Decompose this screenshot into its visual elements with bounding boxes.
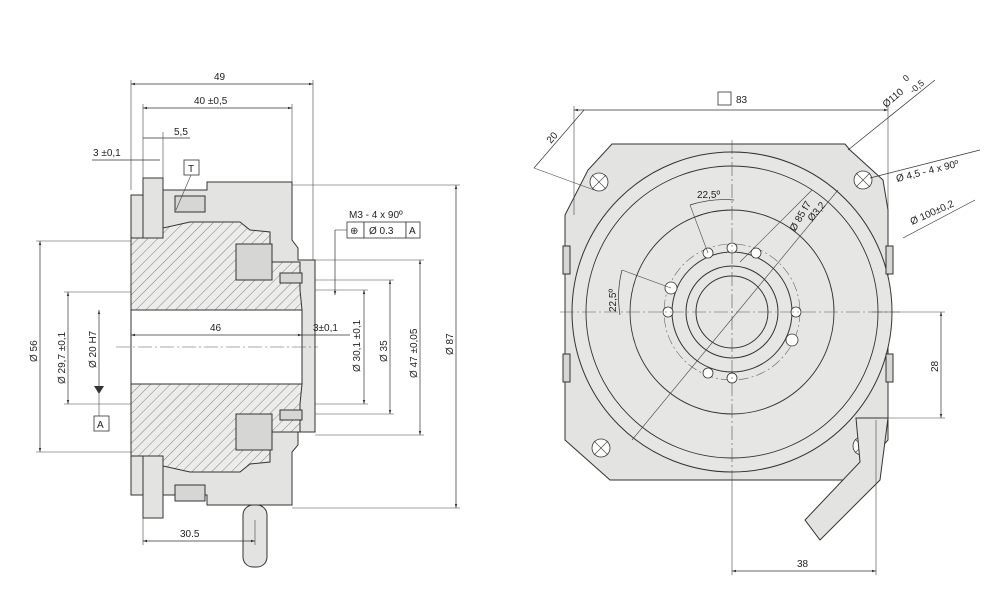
bolt-top [174,195,206,213]
screw-upper [279,272,303,284]
dim-28: 28 [930,360,941,372]
dim-29-7: Ø 29,7 ±0,1 [57,331,68,384]
dim-56: Ø 56 [29,340,40,362]
datum-T: T [188,164,194,175]
dim-110-tol-upper: 0 [901,73,911,84]
fcf-text: M3 - 4 x 90º [349,210,403,221]
dim-100: Ø 100±0,2 [909,199,956,228]
dim-3: 3 ±0,1 [93,148,121,159]
dim-35: Ø 35 [379,340,390,362]
dim-38: 38 [797,559,809,570]
dim-22-5-a: 22,5º [697,190,720,201]
screw-lower [279,409,303,421]
dim-110: Ø110 [881,86,907,110]
fcf-datum: A [409,226,416,237]
dim-4-5: Ø 4,5 - 4 x 90º [895,159,960,185]
dim-30-1: Ø 30,1 ±0,1 [352,319,363,372]
inner-block-lower [235,413,273,451]
dim-47: Ø 47 ±0,05 [409,328,420,378]
side-view: 49 40 ±0,5 5,5 3 ±0,1 T Ø 56 Ø 29,7 ±0,1… [29,72,460,568]
dim-20: 20 [545,130,561,146]
datum-A: A [97,420,104,431]
fcf-tol: Ø 0.3 [369,226,394,237]
bolt-bottom [174,484,206,502]
dim-30-5: 30.5 [180,529,200,540]
dim-87: Ø 87 [445,333,456,355]
dim-49: 49 [214,72,226,83]
dim-22-5-b: 22,5º [608,289,619,312]
dim-40: 40 ±0,5 [194,96,228,107]
front-view: 83 20 Ø110 0 -0,5 Ø 4,5 - 4 x 90º Ø 100±… [533,73,981,575]
dim-83: 83 [736,95,748,106]
fcf-symbol: ⊕ [350,226,358,237]
dim-20: Ø 20 H7 [88,330,99,368]
hub-inner [685,265,779,359]
dim-5-5: 5,5 [174,127,188,138]
dim-3b: 3±0,1 [313,323,338,334]
dim-46: 46 [210,323,222,334]
inner-block-upper [235,243,273,281]
